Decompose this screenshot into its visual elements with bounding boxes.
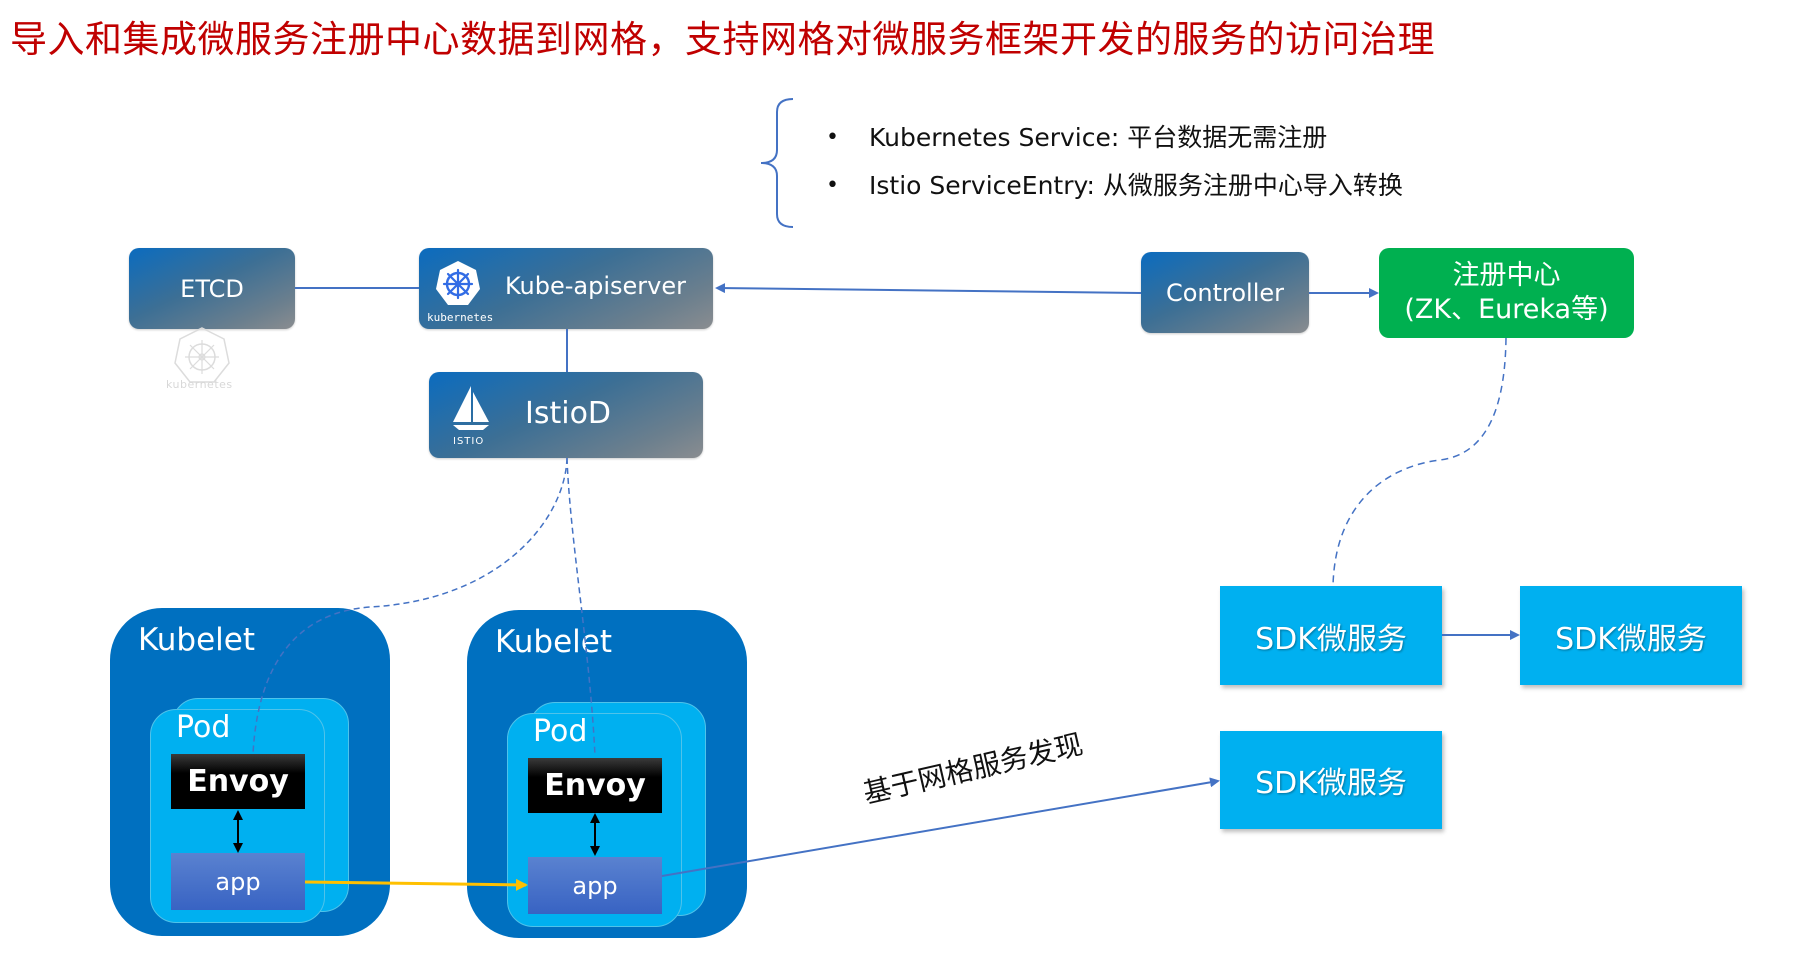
kubernetes-logo-caption: kubernetes	[427, 311, 494, 324]
kubelet-node[interactable]: Kubelet Pod Envoy app	[110, 608, 390, 936]
note-item: • Kubernetes Service: 平台数据无需注册	[0, 122, 1808, 154]
istiod-node[interactable]: ISTIO IstioD	[429, 372, 703, 458]
kube-apiserver-label: Kube-apiserver	[505, 272, 686, 300]
note-item: • Istio ServiceEntry: 从微服务注册中心导入转换	[0, 170, 1808, 202]
envoy-label: Envoy	[187, 764, 289, 799]
mesh-discovery-label: 基于网格服务发现	[860, 727, 1086, 811]
kubernetes-watermark-icon	[172, 326, 232, 392]
sdk-service-label: SDK微服务	[1255, 621, 1407, 657]
kubelet-node[interactable]: Kubelet Pod Envoy app	[467, 610, 747, 938]
bullet-icon: •	[826, 125, 839, 150]
registry-subtitle: (ZK、Eureka等)	[1404, 294, 1609, 325]
controller-node[interactable]: Controller	[1141, 252, 1309, 333]
controller-to-apiserver-arrow	[715, 283, 1142, 294]
kube-apiserver-node[interactable]: Kube-apiserver kubernetes	[419, 248, 713, 329]
registry-to-sdk-dashed	[1332, 337, 1507, 587]
kubelet-label: Kubelet	[138, 622, 256, 658]
app-container[interactable]: app	[171, 853, 305, 910]
envoy-proxy[interactable]: Envoy	[171, 754, 305, 809]
sdk-service[interactable]: SDK微服务	[1520, 586, 1742, 685]
sdk-service-label: SDK微服务	[1555, 621, 1707, 657]
note-text: Kubernetes Service: 平台数据无需注册	[869, 123, 1328, 152]
sdk-service[interactable]: SDK微服务	[1220, 731, 1442, 829]
pod-label: Pod	[176, 710, 231, 745]
watermark-caption: kubernetes	[166, 378, 233, 391]
sdk-service-label: SDK微服务	[1255, 766, 1407, 801]
app-label: app	[215, 867, 261, 896]
etcd-label: ETCD	[180, 274, 244, 303]
app-container[interactable]: app	[528, 857, 662, 914]
envoy-label: Envoy	[544, 768, 646, 803]
controller-label: Controller	[1165, 278, 1285, 307]
bullet-icon: •	[826, 173, 839, 198]
registry-node[interactable]: 注册中心 (ZK、Eureka等)	[1379, 248, 1634, 338]
sdk-service[interactable]: SDK微服务	[1220, 586, 1442, 685]
pod-label: Pod	[533, 714, 588, 749]
istiod-label: IstioD	[525, 396, 612, 431]
etcd-node[interactable]: ETCD	[129, 248, 295, 329]
registry-title: 注册中心	[1452, 260, 1561, 291]
page-title: 导入和集成微服务注册中心数据到网格，支持网格对微服务框架开发的服务的访问治理	[10, 18, 1435, 61]
istio-logo-caption: ISTIO	[453, 436, 485, 447]
envoy-proxy[interactable]: Envoy	[528, 758, 662, 813]
kubernetes-logo-icon	[435, 260, 481, 308]
istio-sail-icon	[449, 384, 493, 434]
app-label: app	[572, 871, 618, 900]
kubelet-label: Kubelet	[495, 624, 613, 660]
note-text: Istio ServiceEntry: 从微服务注册中心导入转换	[869, 171, 1403, 200]
